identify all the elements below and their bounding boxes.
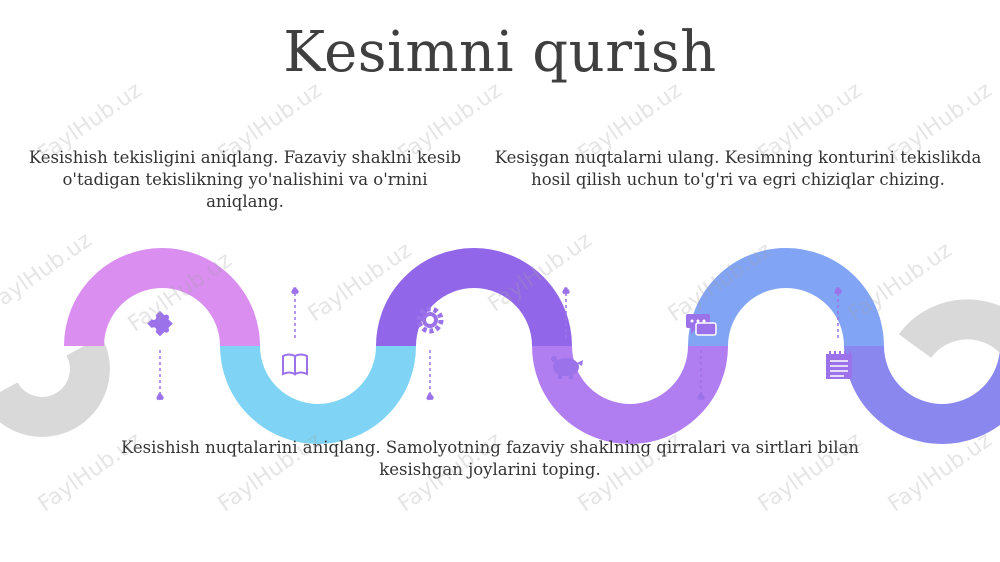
connector-3-dot bbox=[426, 393, 434, 401]
gear-icon bbox=[416, 306, 444, 334]
track-violet bbox=[64, 248, 260, 347]
track-gray-left bbox=[0, 336, 110, 437]
track-cyan bbox=[220, 345, 416, 444]
track-gray-right bbox=[898, 299, 1000, 359]
step-text-2: Kesişgan nuqtalarni ulang. Kesimning kon… bbox=[494, 148, 982, 189]
connector-6-dot bbox=[834, 287, 842, 295]
connector-4-dot bbox=[562, 287, 570, 295]
step-text-3: Kesishish nuqtalarini aniqlang. Samolyot… bbox=[120, 438, 860, 479]
notepad-icon bbox=[826, 351, 852, 379]
connector-1-dot bbox=[156, 393, 164, 401]
book-icon bbox=[282, 353, 308, 376]
connector-2-dot bbox=[291, 287, 299, 295]
chat-icon bbox=[686, 314, 717, 336]
piggy-bank-icon bbox=[551, 356, 583, 379]
page-title: Kesimni qurish bbox=[283, 20, 717, 85]
track-purple bbox=[376, 248, 572, 347]
track-purple-light bbox=[532, 345, 728, 444]
puzzle-icon bbox=[147, 310, 173, 337]
step-text-1: Kesishish tekisligini aniqlang. Fazaviy … bbox=[28, 148, 462, 211]
track-blue bbox=[688, 248, 884, 347]
track-indigo bbox=[844, 345, 1000, 444]
connector-5-dot bbox=[697, 393, 705, 401]
